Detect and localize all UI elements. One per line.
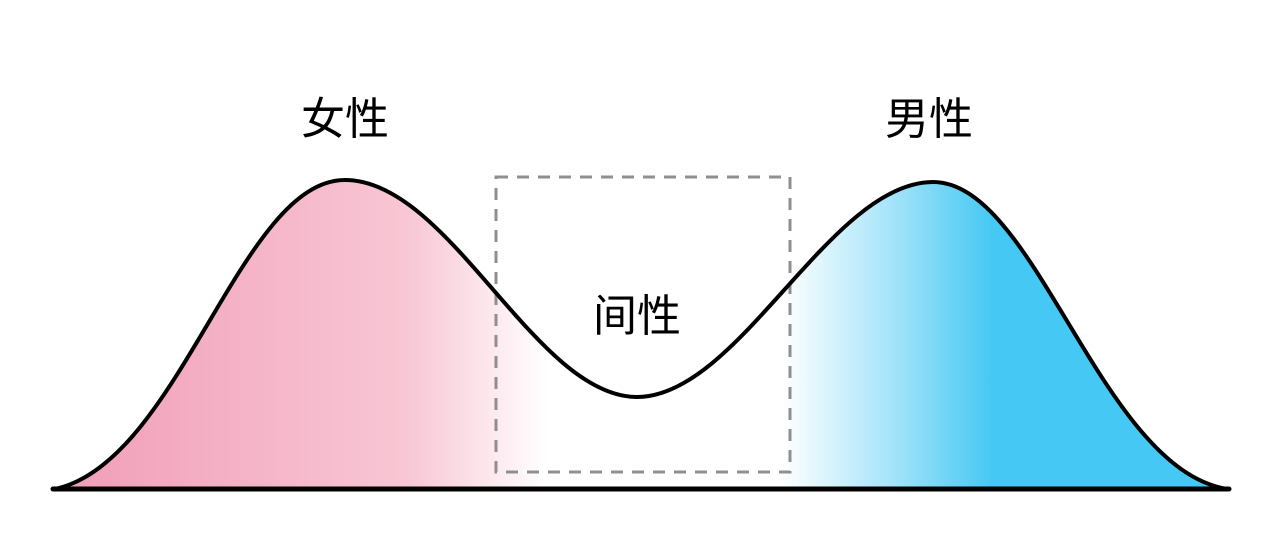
- distribution-curve: [53, 177, 1229, 491]
- male-label: 男性: [885, 94, 973, 145]
- distribution-area: [55, 180, 1227, 489]
- female-label: 女性: [301, 94, 389, 145]
- intersex-label: 间性: [593, 291, 681, 342]
- intersex-dashed-box: [494, 175, 792, 474]
